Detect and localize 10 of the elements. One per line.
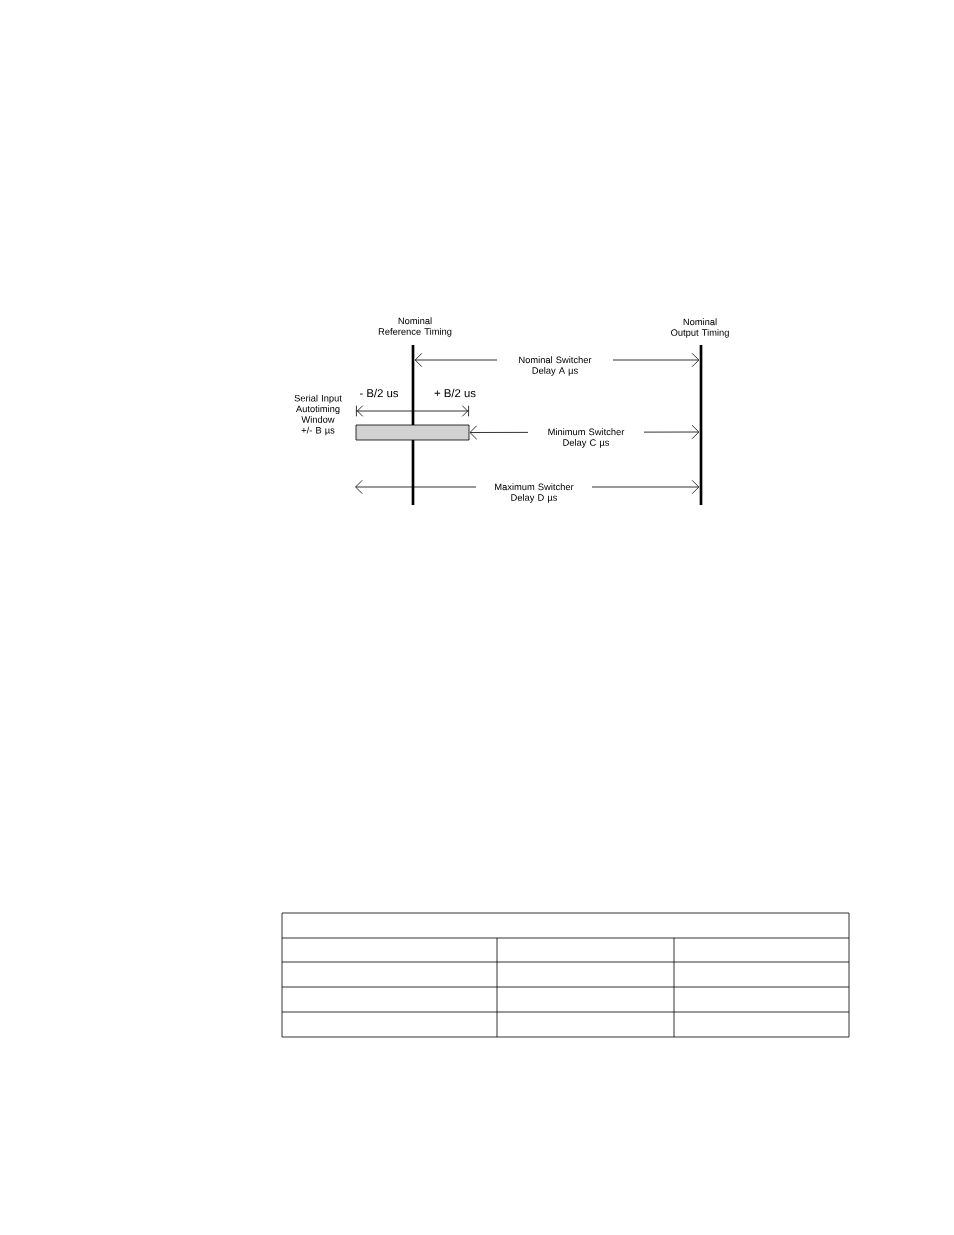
edge-label: Minimum Switcher Delay C µs <box>528 426 644 450</box>
window-box <box>355 424 470 441</box>
dimension-label: - B/2 us <box>360 388 399 398</box>
edge-label: Maximum Switcher Delay D µs <box>476 481 592 505</box>
timing-heading: Nominal Reference Timing <box>378 317 452 337</box>
edge-label: Nominal Switcher Delay A µs <box>497 354 613 378</box>
timing-line <box>699 345 703 505</box>
timing-heading: Nominal Output Timing <box>671 318 729 338</box>
dimension-label: + B/2 us <box>434 388 476 398</box>
window-caption: Serial Input Autotiming Window +/- B µs <box>294 394 342 436</box>
